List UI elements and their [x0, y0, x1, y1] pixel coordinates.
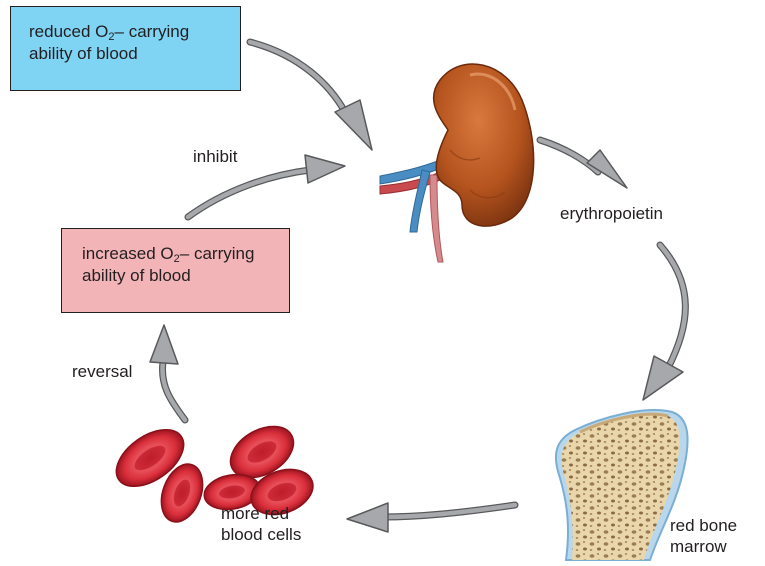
rbc-label-line1: more red — [221, 503, 301, 524]
arrow-rbc-to-increased — [150, 325, 185, 420]
arrow-marrow-to-rbc — [347, 503, 515, 532]
marrow-label: red bone marrow — [670, 515, 737, 557]
bone-marrow-illustration — [556, 410, 688, 560]
arrow-erythropoietin-to-marrow — [643, 245, 685, 400]
erythropoietin-label: erythropoietin — [560, 203, 663, 224]
increased-o2-box: increased O2– carrying ability of blood — [61, 228, 290, 313]
marrow-label-line2: marrow — [670, 536, 737, 557]
rbc-label: more red blood cells — [221, 503, 301, 545]
rbc-label-line2: blood cells — [221, 524, 301, 545]
increased-o2-line2: ability of blood — [82, 265, 289, 287]
marrow-label-line1: red bone — [670, 515, 737, 536]
increased-o2-line1: increased O2– carrying — [82, 243, 289, 265]
inhibit-label: inhibit — [193, 146, 237, 167]
arrow-reduced-to-kidney — [250, 42, 372, 150]
reduced-o2-line1: reduced O2– carrying — [29, 21, 240, 43]
reduced-o2-line2: ability of blood — [29, 43, 240, 65]
reduced-o2-box: reduced O2– carrying ability of blood — [10, 6, 241, 91]
kidney-illustration — [380, 64, 534, 262]
arrow-kidney-to-erythropoietin — [540, 140, 627, 188]
reversal-label: reversal — [72, 361, 132, 382]
